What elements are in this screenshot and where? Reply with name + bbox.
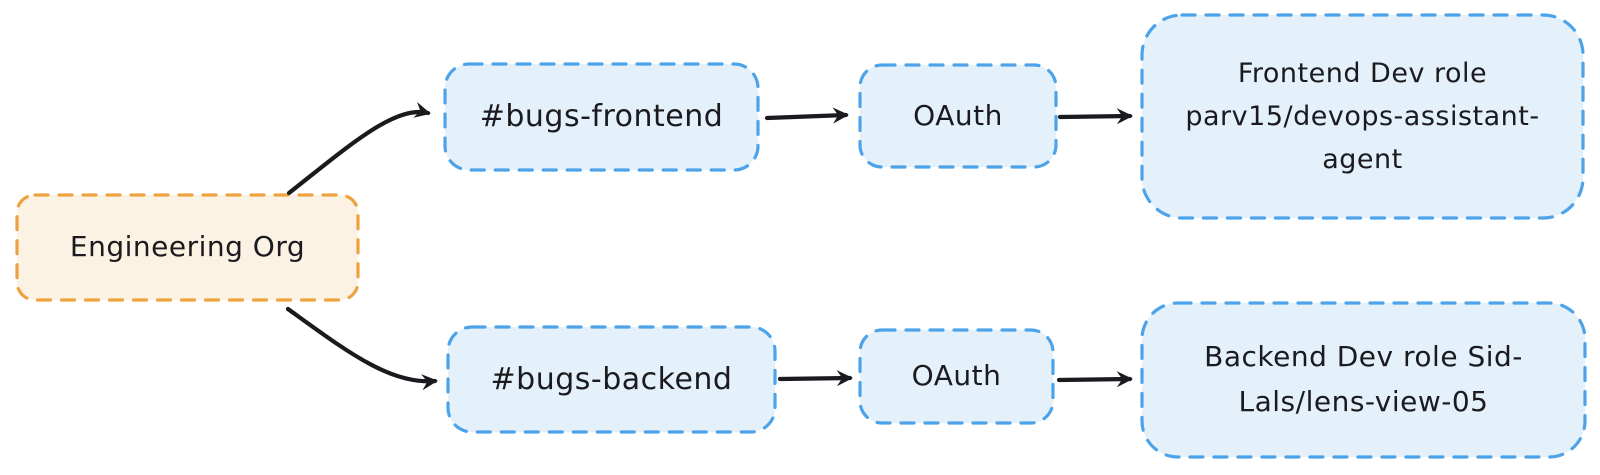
arrow-bugs-frontend-to-oauth xyxy=(764,107,849,124)
arrow-oauth-to-frontend-role xyxy=(1057,108,1133,125)
bugs-backend-label: #bugs-backend xyxy=(490,361,733,397)
oauth-top-box xyxy=(858,63,1058,169)
bugs-frontend-box xyxy=(443,62,760,172)
frontend-role-label: Frontend Dev role parv15/devops-assistan… xyxy=(1185,57,1540,176)
arrow-oauth-to-backend-role xyxy=(1056,371,1133,388)
oauth-top-label: OAuth xyxy=(913,98,1003,132)
bugs-backend-box xyxy=(446,325,777,434)
bugs-frontend-label: #bugs-frontend xyxy=(479,99,724,134)
arrow-bugs-backend-to-oauth xyxy=(777,370,853,387)
engineering-org-label: Engineering Org xyxy=(69,230,306,264)
frontend-role-box xyxy=(1140,13,1585,220)
backend-role-label: Backend Dev role Sid- Lals/lens-view-05 xyxy=(1204,340,1523,418)
engineering-org-box xyxy=(15,193,360,302)
oauth-bottom-label: OAuth xyxy=(911,359,1002,393)
arrow-org-to-bugs-frontend xyxy=(286,102,431,196)
oauth-bottom-box xyxy=(858,328,1055,425)
backend-role-box xyxy=(1140,301,1587,459)
arrow-org-to-bugs-backend xyxy=(285,306,438,391)
